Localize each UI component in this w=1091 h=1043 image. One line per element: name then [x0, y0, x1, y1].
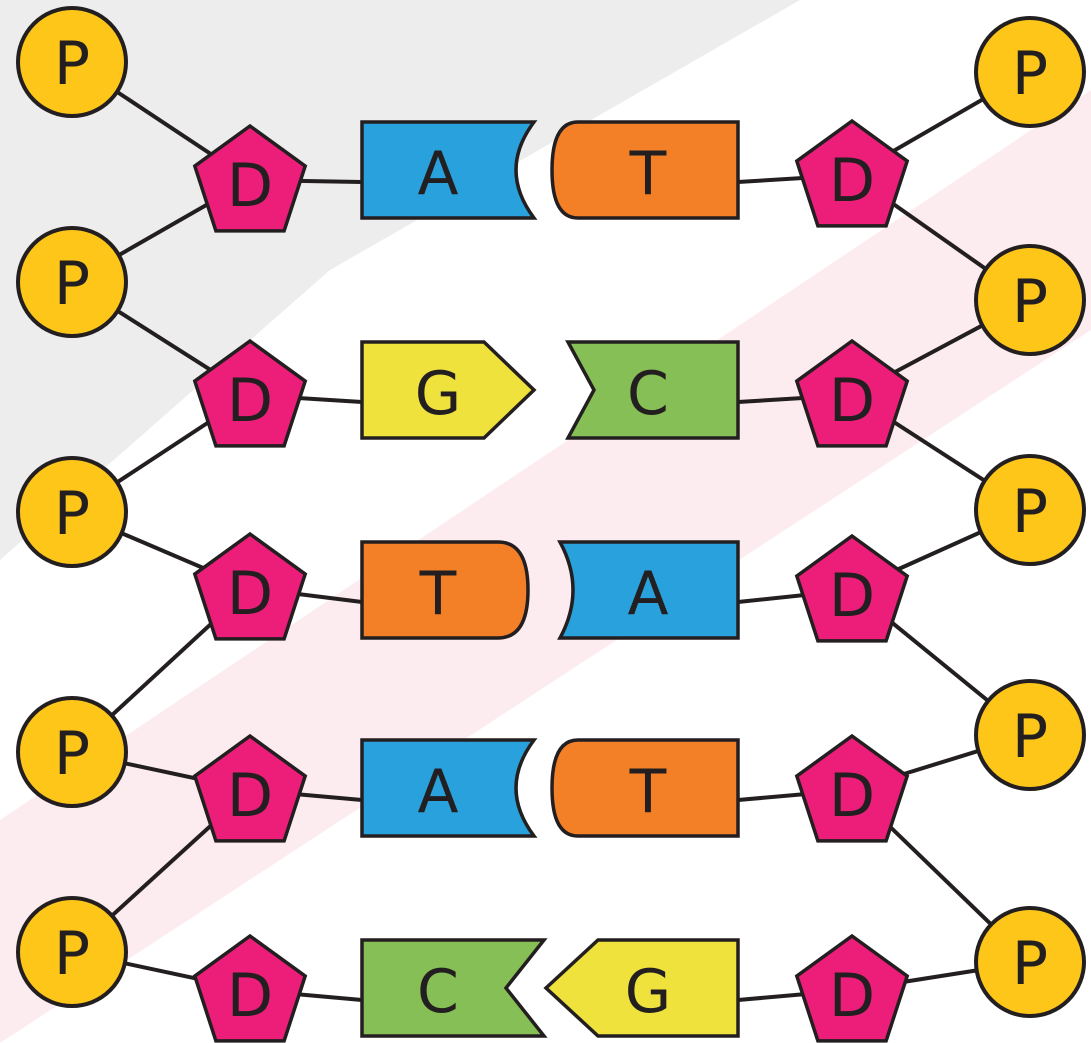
deoxyribose-label: D — [227, 366, 273, 436]
phosphate-label: P — [1012, 267, 1048, 337]
phosphate-label: P — [54, 29, 90, 99]
phosphate-left-1: P — [18, 8, 126, 116]
base-label-right-1: T — [629, 139, 667, 209]
deoxyribose-label: D — [227, 151, 273, 221]
deoxyribose-left-5: D — [195, 936, 305, 1041]
phosphate-right-5: P — [976, 908, 1084, 1016]
phosphate-left-2: P — [18, 228, 126, 336]
deoxyribose-right-3: D — [797, 536, 907, 641]
base-label-left-2: G — [415, 359, 462, 429]
deoxyribose-label: D — [227, 761, 273, 831]
phosphate-label: P — [1012, 929, 1048, 999]
phosphate-label: P — [1012, 39, 1048, 109]
phosphate-label: P — [1012, 702, 1048, 772]
phosphate-left-3: P — [18, 458, 126, 566]
deoxyribose-right-5: D — [797, 936, 907, 1041]
base-label-right-4: T — [629, 757, 667, 827]
base-label-left-3: T — [419, 559, 457, 629]
deoxyribose-label: D — [829, 366, 875, 436]
base-label-left-1: A — [417, 139, 458, 209]
deoxyribose-label: D — [227, 961, 273, 1031]
phosphate-left-5: P — [18, 898, 126, 1006]
phosphate-label: P — [1012, 477, 1048, 547]
deoxyribose-label: D — [829, 146, 875, 216]
base-label-right-3: A — [627, 559, 668, 629]
phosphate-right-2: P — [976, 246, 1084, 354]
phosphate-label: P — [54, 249, 90, 319]
base-label-right-2: C — [627, 359, 669, 429]
phosphate-right-3: P — [976, 456, 1084, 564]
phosphate-right-1: P — [976, 18, 1084, 126]
phosphate-label: P — [54, 719, 90, 789]
deoxyribose-label: D — [829, 561, 875, 631]
phosphate-label: P — [54, 479, 90, 549]
deoxyribose-left-3: D — [195, 534, 305, 639]
base-label-right-5: G — [625, 957, 672, 1027]
phosphate-right-4: P — [976, 681, 1084, 789]
base-label-left-4: A — [417, 757, 458, 827]
deoxyribose-label: D — [829, 961, 875, 1031]
deoxyribose-label: D — [227, 559, 273, 629]
phosphate-left-4: P — [18, 698, 126, 806]
base-label-left-5: C — [417, 957, 459, 1027]
deoxyribose-label: D — [829, 761, 875, 831]
deoxyribose-right-1: D — [797, 121, 907, 226]
deoxyribose-right-4: D — [797, 736, 907, 841]
phosphate-label: P — [54, 919, 90, 989]
